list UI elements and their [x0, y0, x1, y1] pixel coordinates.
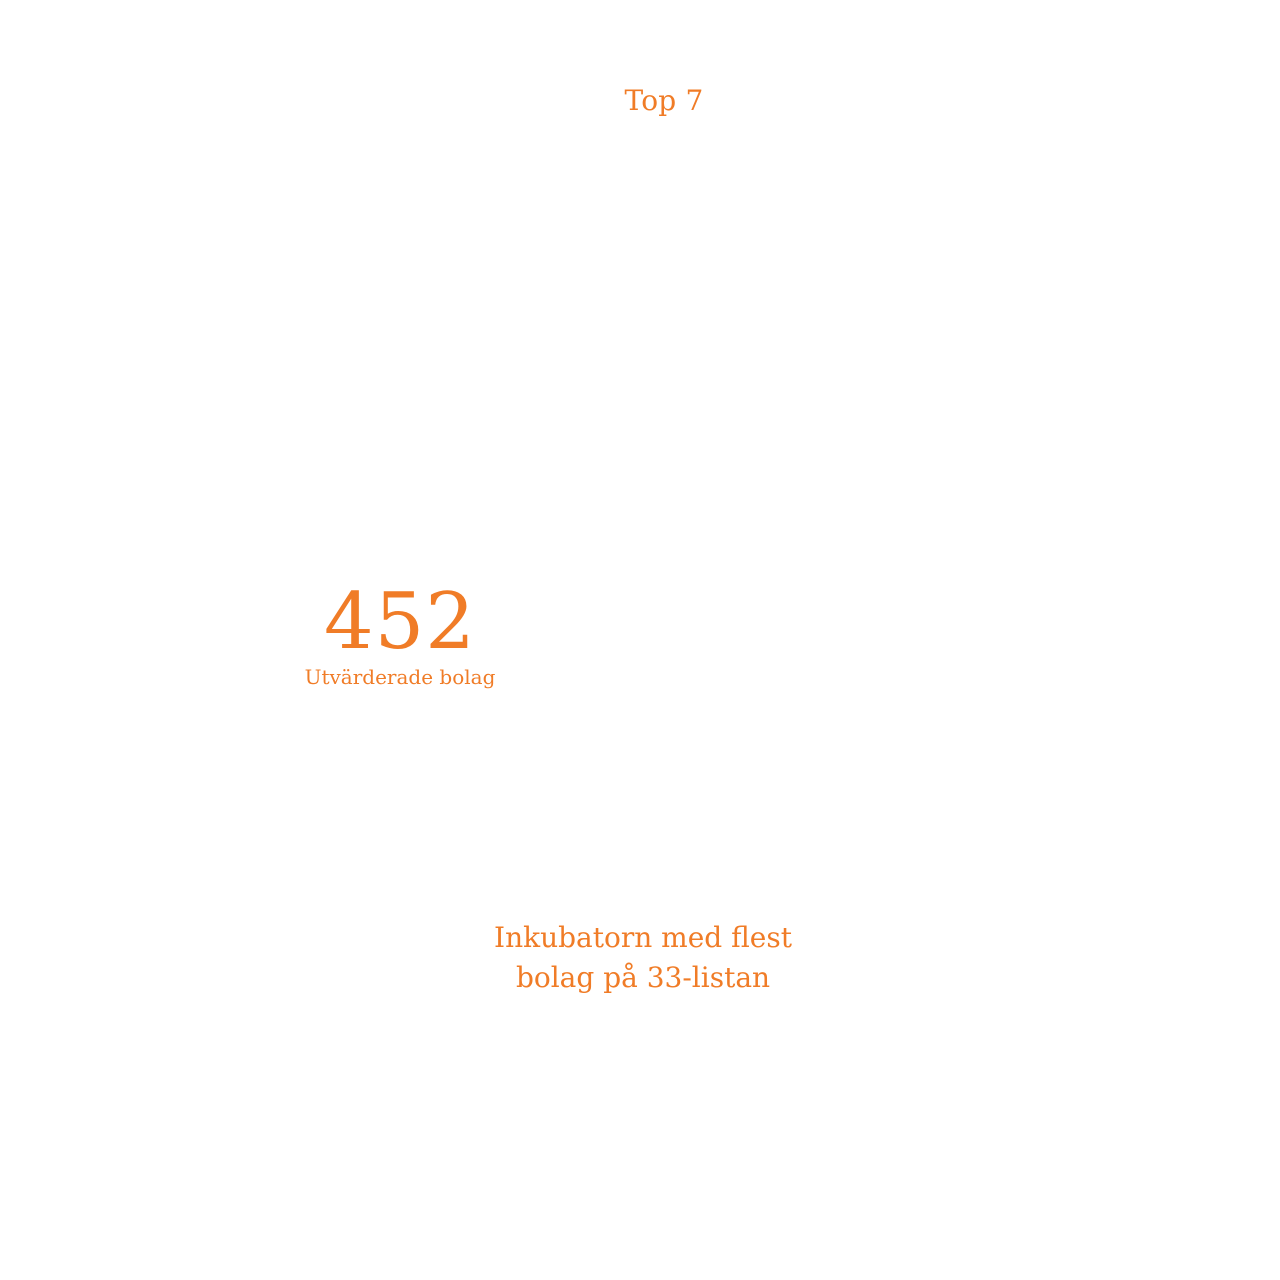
stat-caption: Utvärderade bolag — [304, 665, 496, 689]
top-label: Top 7 — [624, 84, 704, 117]
stat-number: 452 — [324, 577, 476, 667]
headline-line-1: Inkubatorn med flest — [494, 921, 792, 954]
headline-line-2: bolag på 33-listan — [515, 961, 771, 994]
stat-block: 452 Utvärderade bolag — [290, 578, 510, 690]
headline: Inkubatorn med flest bolag på 33-listan — [440, 918, 846, 998]
